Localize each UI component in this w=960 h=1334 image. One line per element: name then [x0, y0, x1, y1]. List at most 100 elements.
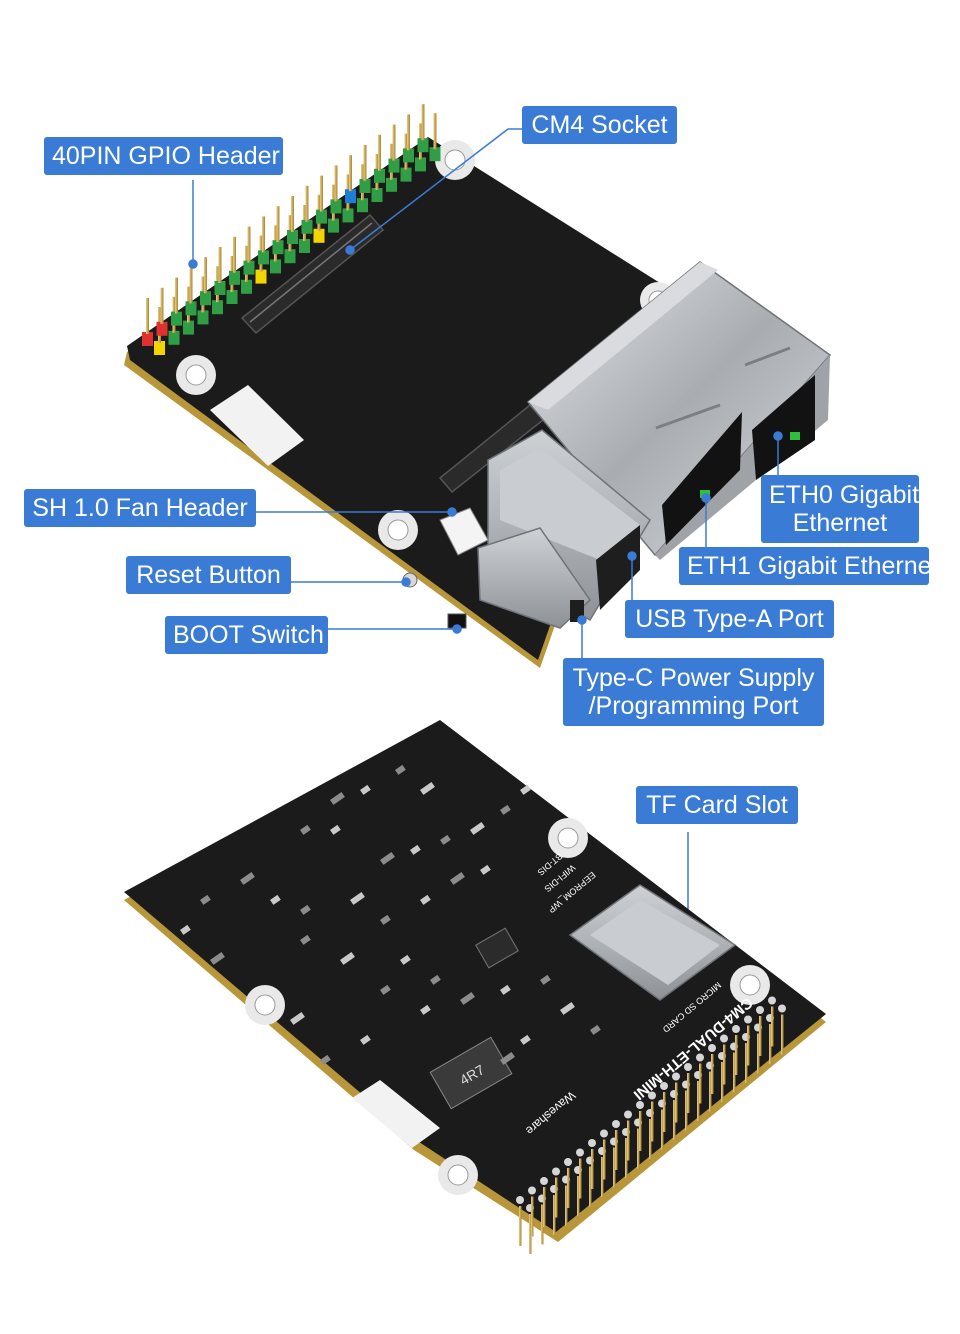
smd-component: [240, 871, 255, 885]
smd-component: [470, 821, 485, 835]
gpio-pin-block: [417, 138, 429, 153]
bottom-pin: [627, 1120, 630, 1161]
callout-reset-button: Reset Button: [126, 556, 291, 594]
solder-pad: [768, 996, 776, 1005]
gpio-pin-block: [142, 332, 153, 346]
solder-pad: [564, 1158, 572, 1166]
gpio-pin-block: [287, 230, 298, 244]
gpio-pin: [218, 247, 222, 283]
bottom-pin: [699, 1063, 702, 1104]
smd-component: [419, 1004, 431, 1015]
gpio-pin-block: [316, 209, 327, 224]
solder-pad: [624, 1110, 632, 1119]
callout-type-c-line1: Type-C Power Supply: [572, 664, 815, 692]
bottom-pin: [553, 1195, 556, 1235]
bottom-pin: [781, 1014, 784, 1055]
smd-component: [329, 824, 341, 835]
gpio-pin-block: [299, 239, 310, 253]
bottom-pin: [589, 1166, 592, 1207]
callout-usb-a-text: USB Type-A Port: [635, 605, 824, 633]
solder-pad: [660, 1082, 668, 1090]
solder-pad: [732, 1025, 740, 1033]
gpio-pin: [305, 185, 309, 222]
solder-pad: [744, 1015, 752, 1024]
gpio-pin: [160, 287, 164, 324]
bottom-pin: [745, 1043, 748, 1083]
smd-component: [499, 984, 511, 995]
callout-reset-button-text: Reset Button: [136, 561, 281, 589]
smd-component: [319, 1054, 331, 1065]
gpio-pin: [291, 196, 294, 232]
solder-pad: [778, 1004, 786, 1013]
gpio-pin-block: [330, 199, 342, 214]
smd-component: [400, 954, 411, 965]
top-board: [124, 104, 832, 668]
gpio-pin-block: [371, 188, 383, 202]
solder-pad: [720, 1034, 728, 1043]
bottom-pin: [733, 1052, 736, 1093]
smd-component: [420, 894, 431, 905]
gpio-pin-block: [272, 240, 284, 255]
inductor-part: 4R7: [429, 1036, 513, 1110]
bottom-pin: [675, 1082, 678, 1123]
smd-component: [379, 851, 395, 865]
smd-component: [409, 844, 421, 855]
gpio-pin: [407, 114, 410, 151]
smd-component: [350, 891, 365, 905]
smd-component: [460, 991, 475, 1005]
gpio-pin-block: [171, 311, 182, 326]
callout-eth1: ETH1 Gigabit Ethernet: [679, 547, 939, 585]
gpio-pin-block: [200, 291, 211, 306]
callout-eth0: ETH0 Gigabit Ethernet: [761, 475, 919, 543]
smd-component: [299, 934, 311, 945]
gpio-pin-block: [345, 189, 356, 204]
bottom-pin: [769, 1024, 772, 1064]
solder-pad: [636, 1101, 644, 1109]
bottom-pin: [639, 1111, 642, 1151]
smd-component: [540, 974, 551, 985]
callout-tf-card: TF Card Slot: [636, 786, 798, 824]
solder-pad: [528, 1186, 536, 1195]
callout-eth0-line1: ETH0 Gigabit: [769, 481, 920, 509]
bottom-pin: [555, 1177, 558, 1218]
callout-cm4-socket-text: CM4 Socket: [531, 111, 668, 139]
gpio-pin-block: [328, 218, 339, 233]
gpio-pin-block: [386, 177, 397, 192]
gpio-pin-block: [357, 198, 368, 213]
bottom-pin: [543, 1187, 546, 1227]
smd-component: [200, 894, 211, 905]
smd-component: [210, 951, 225, 965]
bottom-pin: [565, 1185, 568, 1226]
gpio-pin: [247, 226, 251, 263]
tf-card-slot-part: [568, 884, 737, 1001]
smd-component: [589, 1024, 601, 1035]
gpio-pin-block: [243, 260, 255, 275]
bottom-pin: [759, 1016, 762, 1056]
ic-part: [475, 927, 519, 969]
bottom-pin: [651, 1101, 654, 1142]
gpio-pin: [378, 134, 381, 171]
smd-component: [500, 1051, 515, 1065]
solder-pad: [756, 1006, 764, 1014]
gpio-pin-block: [229, 270, 240, 285]
bottom-pin: [771, 1006, 774, 1047]
solder-pad: [648, 1091, 656, 1100]
gpio-pin: [363, 145, 367, 181]
gpio-pin-block: [258, 250, 269, 265]
gpio-pin-block: [255, 269, 267, 284]
gpio-pin: [189, 267, 193, 304]
bottom-pin: [603, 1139, 606, 1180]
cm4-connector: [240, 213, 385, 335]
smd-component: [450, 871, 465, 885]
bottom-pin: [615, 1130, 618, 1170]
callout-boot-switch-text: BOOT Switch: [173, 621, 324, 649]
gpio-header: [142, 104, 441, 355]
smd-component: [430, 974, 441, 985]
callout-gpio-header: 40PIN GPIO Header: [44, 137, 283, 175]
smd-component: [299, 824, 311, 835]
bottom-pin: [637, 1128, 640, 1169]
bottom-pin: [663, 1092, 666, 1132]
bottom-pin: [747, 1025, 750, 1066]
bottom-pin: [673, 1100, 676, 1140]
callout-eth1-text: ETH1 Gigabit Ethernet: [687, 552, 939, 580]
